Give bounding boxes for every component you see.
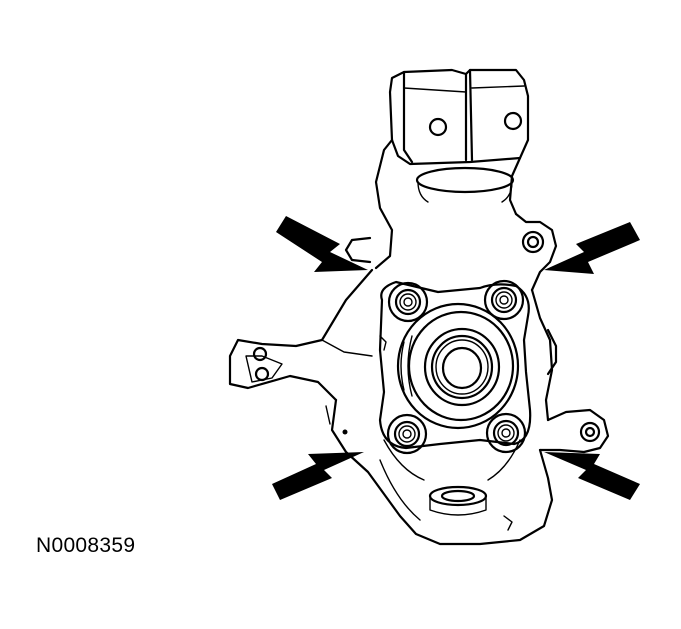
arrow-upper-left [276, 216, 368, 272]
lower-left-bolt [386, 413, 428, 455]
wheel-bearing [396, 302, 520, 430]
arrow-lower-right [544, 452, 640, 500]
arrow-upper-right [544, 222, 640, 274]
figure-id-label: N0008359 [36, 534, 136, 557]
arrow-lower-left [272, 452, 364, 500]
upper-right-bolt [483, 279, 525, 321]
upper-left-bolt [387, 281, 429, 323]
lower-right-bolt [485, 412, 527, 454]
